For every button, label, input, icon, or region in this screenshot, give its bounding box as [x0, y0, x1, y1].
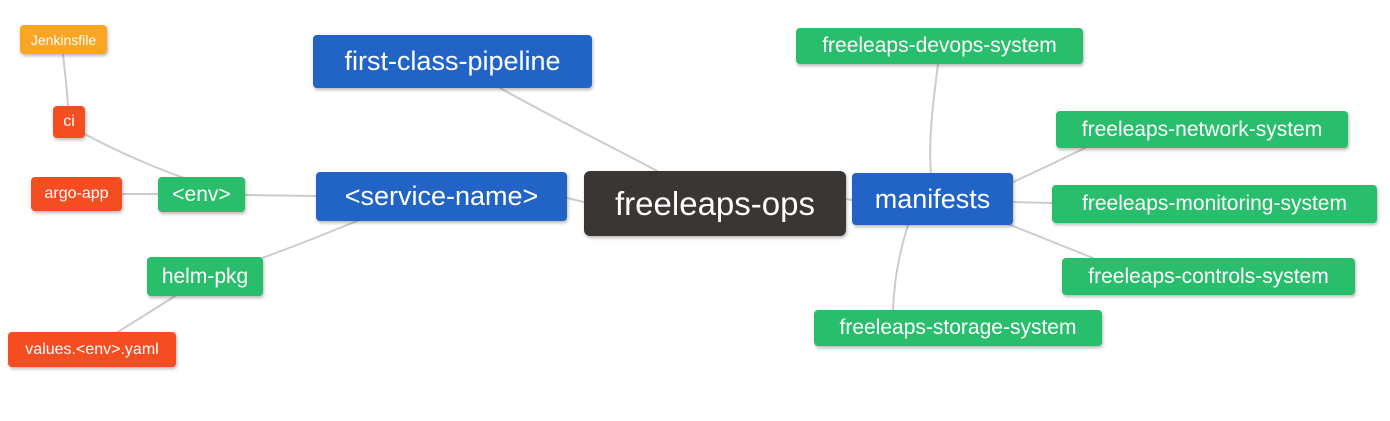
node-env-label: <env> [172, 182, 231, 206]
node-freeleaps-controls-system[interactable]: freeleaps-controls-system [1062, 258, 1355, 295]
node-manifests[interactable]: manifests [852, 173, 1013, 225]
edge-service-name-helm-pkg [261, 220, 358, 259]
node-helm-pkg-label: helm-pkg [161, 264, 249, 288]
node-ci[interactable]: ci [53, 106, 85, 138]
node-jenkinsfile-label: Jenkinsfile [30, 31, 97, 48]
edge-manifests-monitoring [1012, 201, 1053, 204]
node-values-env-yaml[interactable]: values.<env>.yaml [8, 332, 176, 367]
node-values-env-yaml-label: values.<env>.yaml [25, 340, 159, 358]
edge-helm-pkg-values [117, 295, 176, 333]
node-ci-label: ci [63, 113, 75, 130]
node-freeleaps-storage-system[interactable]: freeleaps-storage-system [814, 310, 1102, 346]
node-freeleaps-monitoring-system-label: freeleaps-monitoring-system [1082, 192, 1347, 215]
edge-pipeline-root [499, 87, 658, 172]
node-freeleaps-ops-label: freeleaps-ops [615, 184, 815, 222]
edge-jenkinsfile-ci [62, 53, 69, 107]
node-argo-app[interactable]: argo-app [31, 177, 122, 211]
node-argo-app-label: argo-app [44, 185, 109, 202]
edge-manifests-storage [892, 224, 909, 311]
node-service-name-label: <service-name> [344, 181, 539, 211]
node-freeleaps-monitoring-system[interactable]: freeleaps-monitoring-system [1052, 185, 1377, 223]
node-jenkinsfile[interactable]: Jenkinsfile [20, 25, 107, 54]
edge-root-manifests [845, 198, 853, 201]
node-service-name[interactable]: <service-name> [316, 172, 567, 221]
node-freeleaps-network-system[interactable]: freeleaps-network-system [1056, 111, 1348, 148]
node-first-class-pipeline-label: first-class-pipeline [344, 46, 561, 76]
node-env[interactable]: <env> [158, 177, 245, 212]
node-freeleaps-controls-system-label: freeleaps-controls-system [1088, 264, 1329, 288]
edge-env-service-name [244, 194, 317, 197]
edge-manifests-controls [1007, 223, 1094, 259]
node-freeleaps-devops-system-label: freeleaps-devops-system [822, 34, 1057, 57]
node-freeleaps-ops-root[interactable]: freeleaps-ops [584, 171, 846, 236]
node-freeleaps-devops-system[interactable]: freeleaps-devops-system [796, 28, 1083, 64]
node-freeleaps-network-system-label: freeleaps-network-system [1081, 117, 1323, 141]
edge-ci-env [80, 131, 185, 179]
edge-service-name-root [566, 197, 585, 203]
node-first-class-pipeline[interactable]: first-class-pipeline [313, 35, 592, 88]
edge-manifests-network [1012, 147, 1086, 183]
edge-manifests-devops [929, 63, 939, 174]
node-helm-pkg[interactable]: helm-pkg [147, 257, 263, 296]
node-manifests-label: manifests [874, 183, 991, 214]
node-freeleaps-storage-system-label: freeleaps-storage-system [839, 316, 1077, 339]
